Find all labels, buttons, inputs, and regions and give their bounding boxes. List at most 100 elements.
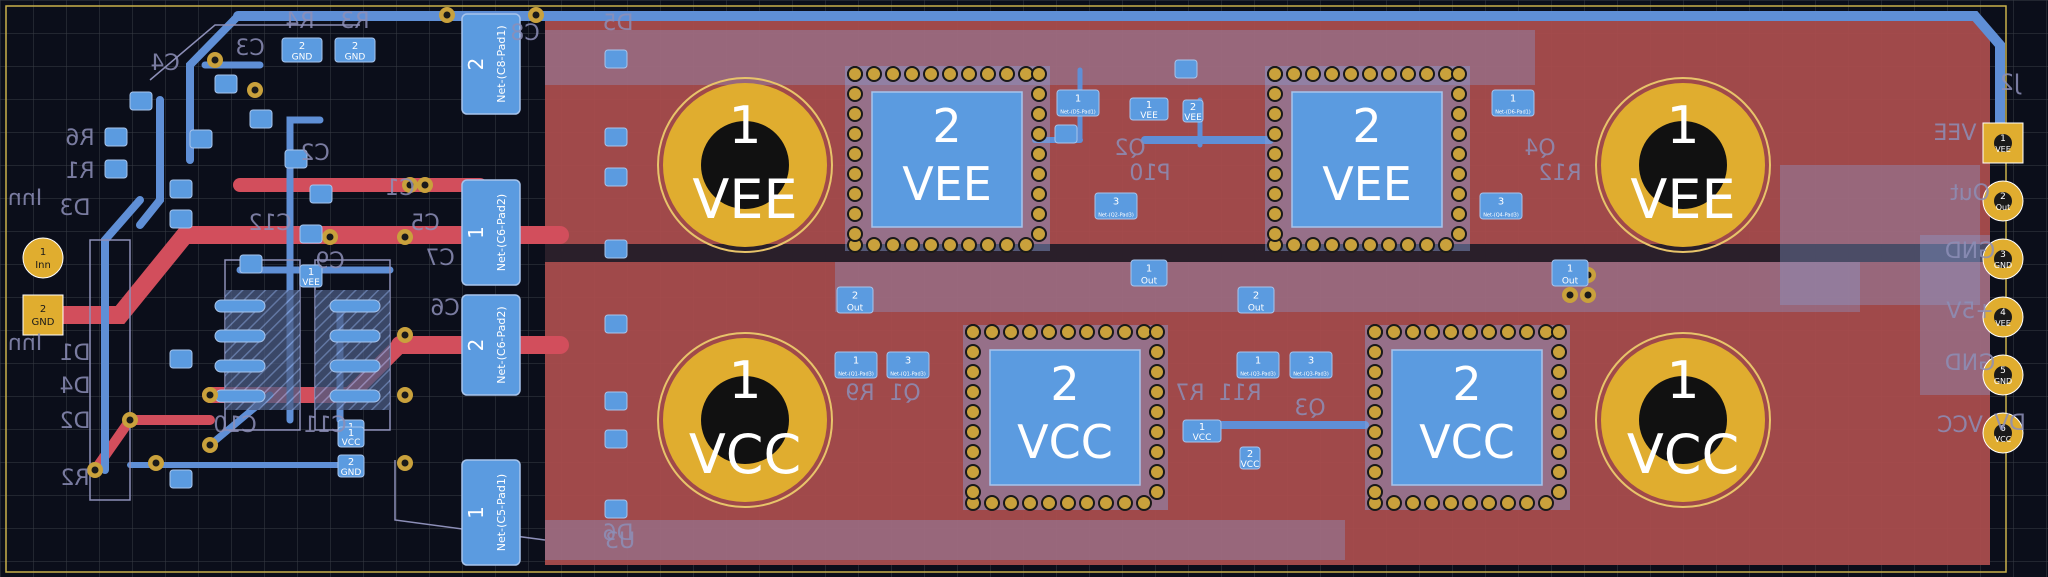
pad-number: 1 <box>2000 134 2006 144</box>
via <box>439 7 455 23</box>
smd-pad[interactable] <box>239 254 263 274</box>
via <box>1580 287 1596 303</box>
smd-pad[interactable] <box>129 91 153 111</box>
pad-net: Net-(Q3-Pad3) <box>1293 371 1329 377</box>
pad-number: 2 <box>2000 192 2006 202</box>
silkscreen-label: +5V <box>1946 299 1993 324</box>
smd-pad[interactable] <box>604 499 628 519</box>
smd-pad[interactable] <box>1174 59 1198 79</box>
smd-pad[interactable] <box>604 49 628 69</box>
smd-pad[interactable] <box>604 429 628 449</box>
smd-pad[interactable] <box>299 224 323 244</box>
smd-pad[interactable] <box>309 184 333 204</box>
pad-net: Net-(C6-Pad2) <box>495 306 508 383</box>
pad-net: Net-(C5-Pad1) <box>495 474 508 551</box>
pad-number: 3 <box>1498 197 1504 208</box>
smd-pad[interactable] <box>104 159 128 179</box>
pad-net: Net-(Q3-Pad3) <box>1240 371 1276 377</box>
silkscreen-label: DV <box>1994 411 2026 436</box>
pad-net: Net-(Q4-Pad3) <box>1483 212 1519 218</box>
pad-net: GND <box>292 53 313 63</box>
pad-net: VEE <box>902 157 992 211</box>
smd-pad[interactable] <box>169 179 193 199</box>
smd-pad[interactable] <box>604 314 628 334</box>
pad-net: VCC <box>1995 435 2012 444</box>
smd-pad[interactable] <box>104 127 128 147</box>
smd-pad[interactable] <box>214 74 238 94</box>
silkscreen-label: C10 <box>213 413 256 438</box>
back-copper-area <box>1920 235 1990 395</box>
silkscreen-label: Inn <box>8 331 42 356</box>
smd-pad[interactable] <box>169 469 193 489</box>
smd-pad[interactable] <box>604 391 628 411</box>
smd-pad[interactable] <box>169 349 193 369</box>
via <box>148 455 164 471</box>
thermal-via-ring <box>965 324 1165 511</box>
smd-pad[interactable] <box>604 167 628 187</box>
smd-pad[interactable] <box>189 129 213 149</box>
smd-pad[interactable] <box>604 127 628 147</box>
pad-net: Net-(Q1-Pad3) <box>890 371 926 377</box>
pad-net: Net-(C8-Pad1) <box>495 25 508 102</box>
pad-number: 2 <box>852 291 858 302</box>
smd-pad[interactable] <box>169 209 193 229</box>
pad-net: VEE <box>692 168 797 231</box>
smd-pad[interactable] <box>284 149 308 169</box>
pad-net: Out <box>1248 303 1265 313</box>
smd-pad[interactable] <box>604 239 628 259</box>
silkscreen-label: R7 <box>1175 381 1204 406</box>
pad-number: 2 <box>932 99 961 153</box>
silkscreen-label: R2 <box>60 466 89 491</box>
thermal-via-ring <box>1367 324 1567 511</box>
via <box>202 437 218 453</box>
smd-pad[interactable] <box>249 109 273 129</box>
pad-number: 2 <box>1190 102 1196 113</box>
silkscreen-label: Q2 <box>1114 136 1145 161</box>
smd-pad[interactable] <box>1054 124 1078 144</box>
